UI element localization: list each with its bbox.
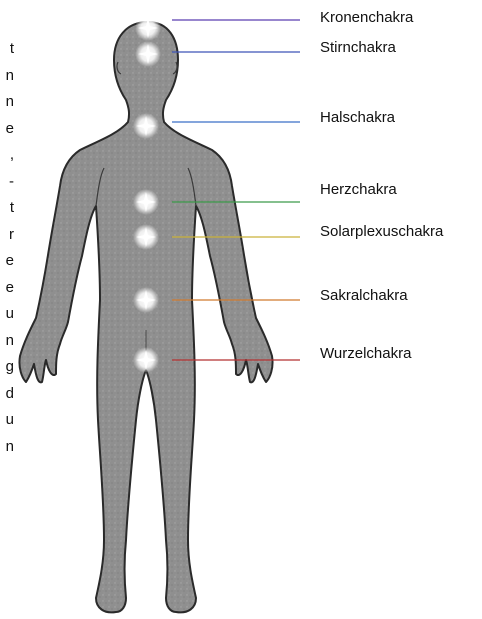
chakra-label-7: Wurzelchakra: [320, 345, 411, 363]
margin-text-fragment: d: [0, 385, 14, 402]
margin-text-fragment: e: [0, 120, 14, 137]
margin-text-fragment: n: [0, 438, 14, 455]
human-body-silhouette: [19, 22, 272, 612]
margin-text-fragment: g: [0, 358, 14, 375]
margin-text-fragment: e: [0, 252, 14, 269]
margin-text-fragment: t: [0, 199, 14, 216]
margin-text-fragment: e: [0, 279, 14, 296]
margin-text-fragment: t: [0, 40, 14, 57]
margin-text-fragment: n: [0, 332, 14, 349]
chakra-label-3: Halschakra: [320, 109, 395, 127]
margin-text-fragment: n: [0, 67, 14, 84]
chakra-label-4: Herzchakra: [320, 181, 397, 199]
chakra-label-1: Kronenchakra: [320, 9, 413, 27]
margin-text-fragment: n: [0, 93, 14, 110]
margin-text-fragment: ,: [0, 146, 14, 163]
chakra-label-2: Stirnchakra: [320, 39, 396, 57]
margin-text-fragment: u: [0, 305, 14, 322]
margin-text-fragment: u: [0, 411, 14, 428]
margin-text-fragment: r: [0, 226, 14, 243]
margin-text-fragment: -: [0, 173, 14, 190]
chakra-label-6: Sakralchakra: [320, 287, 408, 305]
chakra-label-5: Solarplexuschakra: [320, 223, 443, 241]
